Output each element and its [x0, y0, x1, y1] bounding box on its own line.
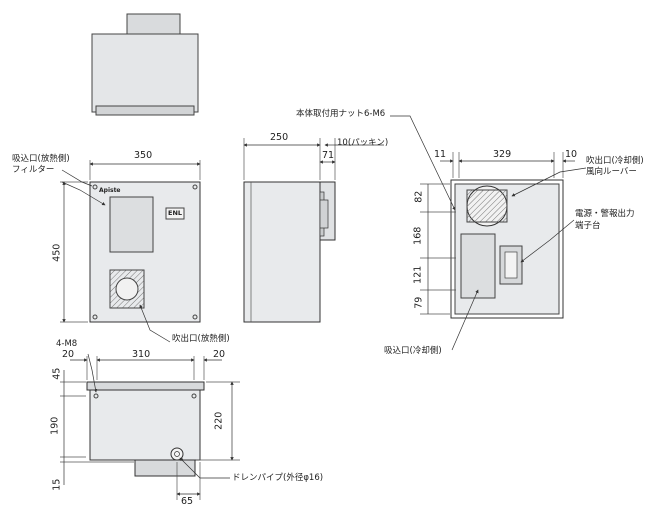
dim-bottom-15: 15	[51, 478, 63, 491]
packing-label: 10(パッキン)	[337, 138, 389, 148]
intake-cool-label: 吸込口(冷却側)	[384, 346, 442, 356]
mount-hole-icon	[92, 184, 98, 190]
louver-icon	[466, 189, 508, 223]
dim-back-168: 168	[412, 226, 424, 245]
bottom-view-flange	[86, 381, 205, 391]
dim-front-width: 350	[134, 150, 153, 161]
top-view-base	[95, 105, 195, 116]
dim-bottom-65: 65	[181, 496, 194, 507]
dim-bottom-310: 310	[132, 349, 151, 360]
top-view	[91, 13, 199, 116]
filter-panel	[109, 196, 154, 253]
terminal-label-2: 端子台	[575, 221, 601, 231]
mount-nut-label: 本体取付用ナット6-M6	[296, 109, 386, 119]
brand-label: Apiste	[99, 187, 121, 194]
bottom-view-base	[134, 459, 196, 477]
bottom-view	[60, 353, 240, 500]
mount-hole-icon	[93, 393, 99, 399]
mount-hole-icon	[192, 184, 198, 190]
top-view-body	[91, 33, 199, 113]
dim-bottom-20b: 20	[213, 349, 226, 360]
front-view	[60, 160, 201, 343]
terminal-label-1: 電源・警報出力	[575, 209, 635, 219]
side-view-body	[243, 181, 321, 323]
badge-plate	[165, 207, 185, 220]
dim-back-121: 121	[412, 265, 424, 284]
mount-hole-icon	[192, 314, 198, 320]
dim-side-depth: 250	[270, 132, 289, 143]
fan-circle	[115, 277, 139, 301]
badge-label: ENL	[168, 209, 183, 217]
mount-hole-icon	[191, 393, 197, 399]
outlet-cool-label: 吹出口(冷却側)	[586, 156, 644, 166]
drain-pipe-icon	[170, 447, 184, 461]
side-view	[243, 138, 384, 323]
dim-front-height: 450	[51, 243, 63, 262]
outlet-heat-label: 吹出口(放熱側)	[172, 334, 230, 344]
intake-heat-label: 吸込口(放熱側)	[12, 154, 70, 164]
back-view	[390, 115, 587, 351]
louver-label: 風向ルーバー	[586, 167, 637, 177]
dim-bottom-20a: 20	[62, 349, 75, 360]
drain-label: ドレンパイプ(外径φ16)	[232, 473, 324, 483]
dim-bottom-45: 45	[51, 367, 63, 380]
dim-back-11: 11	[434, 149, 447, 160]
dim-back-79: 79	[413, 296, 425, 309]
dim-side-71: 71	[322, 150, 335, 161]
dim-back-82: 82	[413, 190, 425, 203]
dim-back-10: 10	[565, 149, 578, 160]
mount-hole-icon	[92, 314, 98, 320]
dim-bottom-190: 190	[49, 416, 61, 435]
bottom-view-body	[89, 389, 201, 461]
filter-label: フィルター	[12, 165, 55, 175]
holes-label: 4-M8	[56, 339, 78, 349]
dim-bottom-220: 220	[213, 411, 225, 430]
dim-back-329: 329	[493, 149, 512, 160]
intake-panel	[460, 233, 496, 299]
